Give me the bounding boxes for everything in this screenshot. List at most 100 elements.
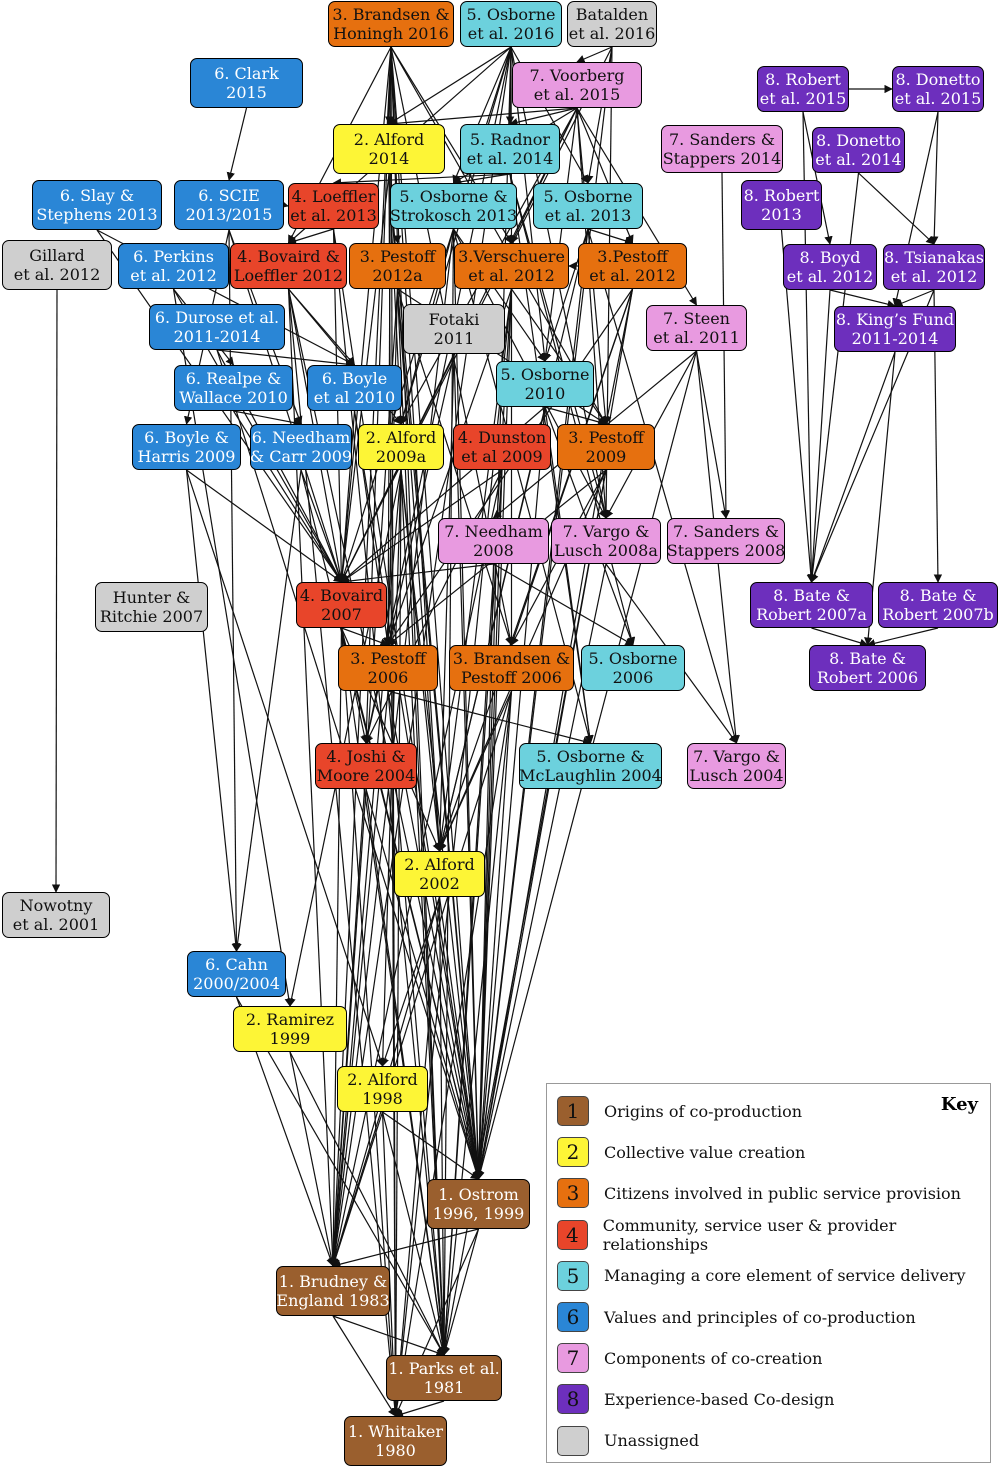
edge-alford2002-to-alford1998	[380, 896, 441, 1067]
edge-donetto2014-to-bate2007a	[808, 172, 860, 583]
node-label-line: 2. Alford	[347, 1070, 418, 1089]
node-label-line: 1. Brudney &	[278, 1272, 388, 1291]
edge-boyd2012-to-kingsfund	[829, 289, 896, 309]
edge-bovaird2012-to-boyle2010	[288, 288, 356, 366]
edge-bate2007a-to-bate2006	[811, 627, 869, 647]
node-label-line: et al. 2012	[130, 266, 217, 285]
node-label-line: 2. Alford	[404, 855, 475, 874]
node-label-line: Loeffler 2012	[233, 266, 344, 285]
legend-label: Managing a core element of service deliv…	[604, 1266, 966, 1286]
node-label-line: et al. 2012	[13, 265, 101, 284]
node-sanders2014: 7. Sanders &Stappers 2014	[661, 125, 783, 173]
node-label-line: 6. Boyle &	[144, 428, 229, 447]
node-label-line: et al. 2012	[468, 266, 555, 285]
edge-brudney1983-to-whitaker1980	[332, 1315, 397, 1417]
node-label-line: England 1983	[276, 1291, 390, 1310]
edge-alford2002-to-whitaker1980	[391, 896, 441, 1417]
node-vargo2004: 7. Vargo &Lusch 2004	[687, 743, 786, 789]
node-label-line: 1999	[269, 1029, 311, 1048]
node-label-line: 7. Vargo &	[693, 747, 780, 766]
node-needhamcarr2009: 6. Needham& Carr 2009	[250, 424, 352, 470]
node-label-line: 2. Ramirez	[245, 1010, 335, 1029]
node-label-line: et al 2009	[461, 447, 543, 466]
node-label-line: 2. Alford	[365, 428, 437, 447]
node-label-line: 8. Donetto	[895, 70, 981, 89]
node-label-line: Fotaki	[428, 310, 480, 329]
node-label-line: 2014	[368, 149, 410, 168]
edge-osborne2010-to-pestoff2009	[544, 406, 607, 427]
node-label-line: 8. Donetto	[815, 131, 902, 150]
node-label-line: 6. Slay &	[59, 186, 135, 205]
edge-alford2002-to-parks1981	[438, 896, 449, 1356]
node-label-line: 3. Brandsen &	[452, 649, 571, 668]
node-label-line: 2013	[761, 205, 802, 224]
edge-radnor2014-to-loeffler2013	[332, 173, 511, 187]
node-label-line: 6. Durose et al.	[154, 308, 280, 327]
legend-swatch	[557, 1425, 589, 1456]
edge-bovaird2012-to-whitaker1980	[287, 288, 399, 1417]
node-label-line: 5. Osborne	[500, 365, 590, 384]
node-label-line: 6. Realpe &	[185, 369, 282, 388]
node-label-line: et al. 2011	[653, 328, 740, 347]
node-sanders2008: 7. Sanders &Stappers 2008	[667, 518, 785, 564]
node-label-line: 1996, 1999	[432, 1204, 525, 1223]
node-bate2007b: 8. Bate &Robert 2007b	[878, 582, 998, 628]
node-label-line: 1998	[362, 1089, 403, 1108]
edge-bovaird2007-to-brudney1983	[328, 627, 343, 1267]
node-label-line: 2010	[524, 384, 566, 403]
edge-boyleharris2009-to-cahn2000	[185, 469, 240, 952]
node-label-line: 8. King’s Fund	[835, 310, 955, 329]
node-label-line: 2008	[473, 541, 514, 560]
node-parks1981: 1. Parks et al.1981	[386, 1355, 502, 1401]
edge-osborne2016-to-ostrom1996	[474, 46, 512, 1180]
node-label-line: 7. Needham	[444, 522, 543, 541]
node-label-line: Robert 2006	[816, 668, 919, 687]
node-label-line: 8. Tsianakas	[884, 248, 985, 267]
node-label-line: et al. 2012	[786, 267, 874, 286]
node-label-line: 2009a	[375, 447, 427, 466]
edge-cahn2000-to-parks1981	[235, 996, 445, 1356]
edge-radnor2014-to-strokosch2013	[452, 173, 511, 186]
legend-label: Unassigned	[604, 1431, 700, 1451]
node-label-line: 4. Joshi &	[326, 747, 406, 766]
node-label-line: 3. Pestoff	[568, 428, 644, 447]
node-label-line: 2015	[226, 83, 267, 102]
edge-osborne2013-to-vargo2004	[587, 228, 739, 744]
node-label-line: Strokosch 2013	[389, 206, 518, 225]
edge-alford1998-to-ostrom1996	[382, 1111, 480, 1180]
node-label-line: 6. Cahn	[205, 955, 268, 974]
node-bovaird2012: 4. Bovaird &Loeffler 2012	[230, 243, 347, 289]
node-label-line: 1980	[375, 1441, 416, 1460]
node-label-line: Gillard	[29, 246, 85, 265]
node-label-line: 2011-2014	[851, 329, 939, 348]
edge-needhamcarr2009-to-cahn2000	[233, 469, 302, 952]
edge-ostrom1996-to-parks1981	[441, 1228, 480, 1356]
node-label-line: et al. 2016	[467, 24, 555, 43]
node-label-line: Stappers 2014	[662, 149, 782, 168]
edge-realpe2010-to-needhamcarr2009	[233, 410, 302, 427]
edge-batalden2016-to-voorberg2015	[576, 46, 613, 63]
node-bate2006: 8. Bate &Robert 2006	[809, 645, 926, 691]
legend-swatch: 2	[557, 1137, 589, 1168]
edge-ramirez1999-to-parks1981	[289, 1051, 445, 1356]
node-label-line: 1. Whitaker	[348, 1422, 443, 1441]
node-label-line: 8. Robert	[765, 70, 841, 89]
